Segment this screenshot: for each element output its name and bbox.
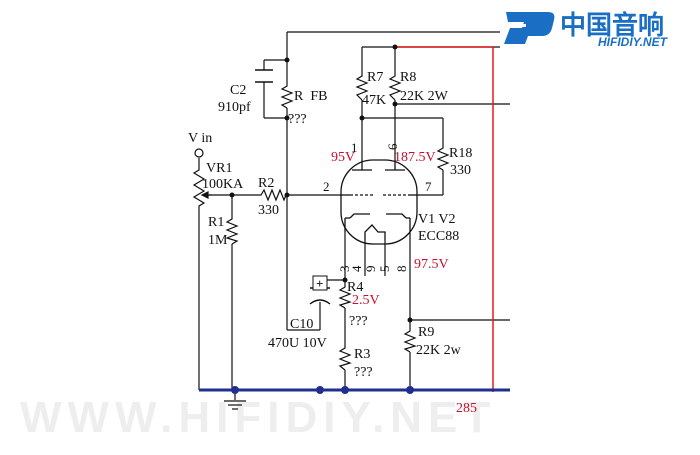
supply-rail bbox=[395, 46, 494, 392]
watermark-text: WWW.HIFIDIY.NET bbox=[20, 393, 496, 442]
r8-resistor bbox=[388, 74, 402, 101]
pin-7-label: 7 bbox=[425, 179, 432, 194]
logo-emblem-stripe bbox=[512, 24, 526, 27]
r3-value: ??? bbox=[354, 365, 373, 380]
pin-6-label: 6 bbox=[385, 143, 400, 150]
logo-cn-text: 中国音响 bbox=[560, 10, 664, 40]
vin-label: V in bbox=[188, 131, 212, 146]
c10-value: 470U 10V bbox=[268, 336, 327, 351]
junction-dots bbox=[231, 386, 414, 394]
r4-value: ??? bbox=[349, 314, 368, 329]
r18-resistor bbox=[436, 146, 450, 171]
vr1-potentiometer bbox=[192, 165, 212, 210]
r18-value: 330 bbox=[450, 163, 471, 178]
r9-resistor bbox=[403, 328, 417, 353]
tube-label: V1 V2 bbox=[418, 212, 455, 227]
pin-1-label: 1 bbox=[351, 140, 358, 155]
plate-v2-voltage: 187.5V bbox=[394, 150, 436, 165]
ecc88-tube bbox=[340, 159, 420, 245]
r7-label: R7 bbox=[367, 70, 383, 85]
rfb-value: ??? bbox=[288, 112, 307, 127]
c2-value: 910pf bbox=[218, 100, 251, 115]
r4-resistor bbox=[338, 284, 352, 309]
vin-terminal bbox=[194, 148, 204, 158]
edge-mark: 285 bbox=[456, 401, 477, 416]
r2-label: R2 bbox=[258, 176, 274, 191]
r3-label: R3 bbox=[354, 347, 370, 362]
r9-label: R9 bbox=[418, 325, 434, 340]
r3-resistor bbox=[338, 345, 352, 371]
pin-2-label: 2 bbox=[323, 179, 330, 194]
logo-url-text: HIFIDIY.NET bbox=[598, 35, 669, 49]
r1-label: R1 bbox=[208, 215, 224, 230]
pin-3-label: 3 bbox=[337, 266, 352, 273]
c10-polarity-box bbox=[312, 275, 328, 291]
r4-label: R4 bbox=[347, 280, 363, 295]
c2-capacitor bbox=[255, 69, 273, 83]
logo-emblem-icon bbox=[504, 12, 555, 44]
r18-label: R18 bbox=[449, 146, 472, 161]
r2-resistor bbox=[258, 188, 288, 202]
r9-value: 22K 2w bbox=[416, 343, 462, 358]
pin-4-label: 4 bbox=[349, 265, 364, 272]
r2-value: 330 bbox=[258, 203, 279, 218]
r7-value: 47K bbox=[362, 93, 386, 108]
cathode-v2-voltage: 97.5V bbox=[414, 257, 449, 272]
r8-label: R8 bbox=[400, 70, 416, 85]
c10-label: C10 bbox=[290, 317, 313, 332]
rfb-label: R FB bbox=[294, 89, 327, 104]
cathode-v1-voltage: 2.5V bbox=[352, 293, 380, 308]
r1-value: 1M bbox=[208, 233, 228, 248]
hifidiy-logo: 中国音响 HIFIDIY.NET bbox=[504, 10, 669, 49]
pin-8-label: 8 bbox=[394, 266, 409, 273]
c10-plus-sign: + bbox=[316, 276, 323, 291]
tube-type: ECC88 bbox=[418, 229, 459, 244]
pin-5-label: 5 bbox=[377, 266, 392, 273]
r1-resistor bbox=[225, 216, 239, 245]
plate-v1-voltage: 95V bbox=[331, 150, 355, 165]
r7-resistor bbox=[355, 74, 369, 101]
rfb-resistor bbox=[280, 84, 294, 109]
vr1-label: VR1 bbox=[206, 161, 232, 176]
vr1-value: 100KA bbox=[202, 177, 244, 192]
pin-9-label: 9 bbox=[363, 266, 378, 273]
c2-label: C2 bbox=[230, 83, 246, 98]
r8-value: 22K 2W bbox=[400, 89, 449, 104]
